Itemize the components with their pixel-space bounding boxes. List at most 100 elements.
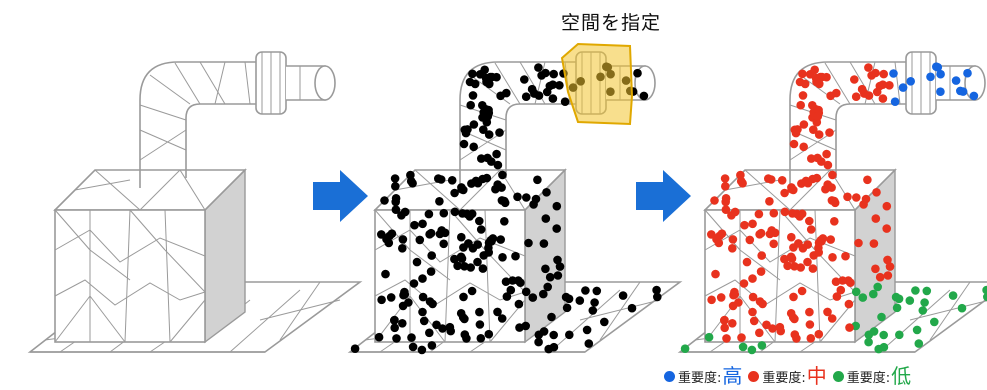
sample-point: [906, 77, 915, 86]
sample-point: [549, 342, 559, 352]
sample-point: [867, 71, 876, 80]
sample-point: [749, 316, 759, 326]
sample-point: [445, 322, 455, 332]
sample-point: [911, 286, 920, 295]
sample-point: [912, 325, 922, 335]
sample-point: [845, 323, 854, 332]
sample-point: [828, 170, 837, 180]
sample-point: [748, 292, 758, 302]
sample-point: [545, 272, 555, 282]
sample-point: [476, 225, 486, 234]
sample-point: [822, 72, 831, 82]
sample-point: [800, 79, 810, 89]
sample-point: [879, 69, 888, 79]
sample-point: [408, 342, 418, 352]
sample-point: [457, 184, 466, 194]
sample-point: [459, 139, 469, 149]
importance-legend: 重要度: 高 重要度: 中 重要度: 低: [664, 362, 984, 386]
sample-point: [618, 291, 628, 300]
sample-point: [878, 94, 888, 103]
sample-point: [789, 139, 799, 149]
sample-point: [391, 205, 401, 214]
sample-point: [450, 207, 460, 217]
sample-point: [851, 287, 861, 297]
arrow-right-icon: [636, 170, 691, 222]
sample-point: [798, 91, 808, 100]
sample-point: [930, 317, 939, 327]
sample-point: [482, 77, 491, 87]
sample-point: [721, 205, 731, 214]
sample-point: [792, 334, 801, 343]
sample-point: [502, 292, 512, 301]
sample-point: [720, 174, 730, 183]
sample-point: [582, 325, 592, 335]
sample-point: [498, 252, 507, 262]
sample-point: [863, 175, 872, 185]
sample-point: [814, 329, 824, 339]
sample-point: [871, 264, 880, 274]
sample-point: [730, 207, 740, 217]
sample-point: [780, 207, 790, 217]
sample-point: [584, 339, 594, 348]
sample-point: [825, 128, 834, 137]
sample-point: [555, 81, 564, 90]
sample-point: [747, 345, 757, 355]
sample-point: [458, 313, 468, 322]
sample-point: [807, 154, 816, 163]
sample-point: [652, 285, 661, 295]
sample-point: [533, 175, 542, 185]
sample-point: [728, 301, 738, 311]
sample-point: [775, 322, 785, 332]
sample-point: [844, 299, 854, 309]
sample-point: [418, 274, 427, 283]
sample-point: [479, 125, 488, 134]
sample-point: [765, 197, 774, 206]
sample-point: [826, 91, 835, 101]
sample-point: [565, 330, 574, 340]
sample-point: [812, 77, 821, 87]
legend-label: 重要度:: [762, 371, 806, 386]
sample-point: [398, 301, 408, 311]
sample-point: [498, 170, 507, 180]
sample-point: [496, 235, 506, 244]
sample-point: [748, 219, 757, 229]
sample-point: [501, 277, 511, 287]
sample-point: [951, 76, 961, 85]
sample-point: [374, 332, 384, 342]
sample-point: [478, 101, 487, 110]
sample-point: [410, 220, 419, 230]
sample-point: [805, 320, 815, 329]
sample-point: [823, 307, 832, 317]
sample-point: [711, 269, 720, 279]
sample-point: [806, 225, 816, 234]
sample-point: [852, 193, 861, 202]
sample-point: [798, 69, 807, 79]
sample-point: [447, 176, 457, 185]
sample-point: [722, 334, 731, 343]
sample-point: [882, 224, 891, 233]
legend-label: 重要度:: [678, 371, 722, 386]
sample-point: [548, 94, 558, 103]
sample-point: [814, 248, 823, 257]
sample-point: [468, 69, 477, 79]
sample-point: [710, 196, 719, 205]
sample-point: [814, 105, 823, 115]
sample-point: [873, 282, 882, 292]
sample-point: [592, 286, 602, 296]
sample-point: [427, 341, 437, 350]
sample-point: [520, 75, 529, 84]
sample-point: [439, 239, 449, 249]
sample-point: [721, 194, 731, 203]
sample-point: [920, 298, 929, 307]
sample-point: [542, 87, 552, 97]
sample-point: [522, 193, 531, 202]
sample-point: [780, 254, 789, 264]
sample-point: [936, 87, 945, 96]
sample-point: [427, 251, 437, 260]
sample-point: [496, 91, 505, 101]
sample-point: [475, 216, 484, 226]
sample-point: [534, 91, 544, 100]
sample-point: [457, 232, 466, 242]
sample-point: [488, 234, 498, 243]
legend-level: 高: [722, 364, 743, 388]
